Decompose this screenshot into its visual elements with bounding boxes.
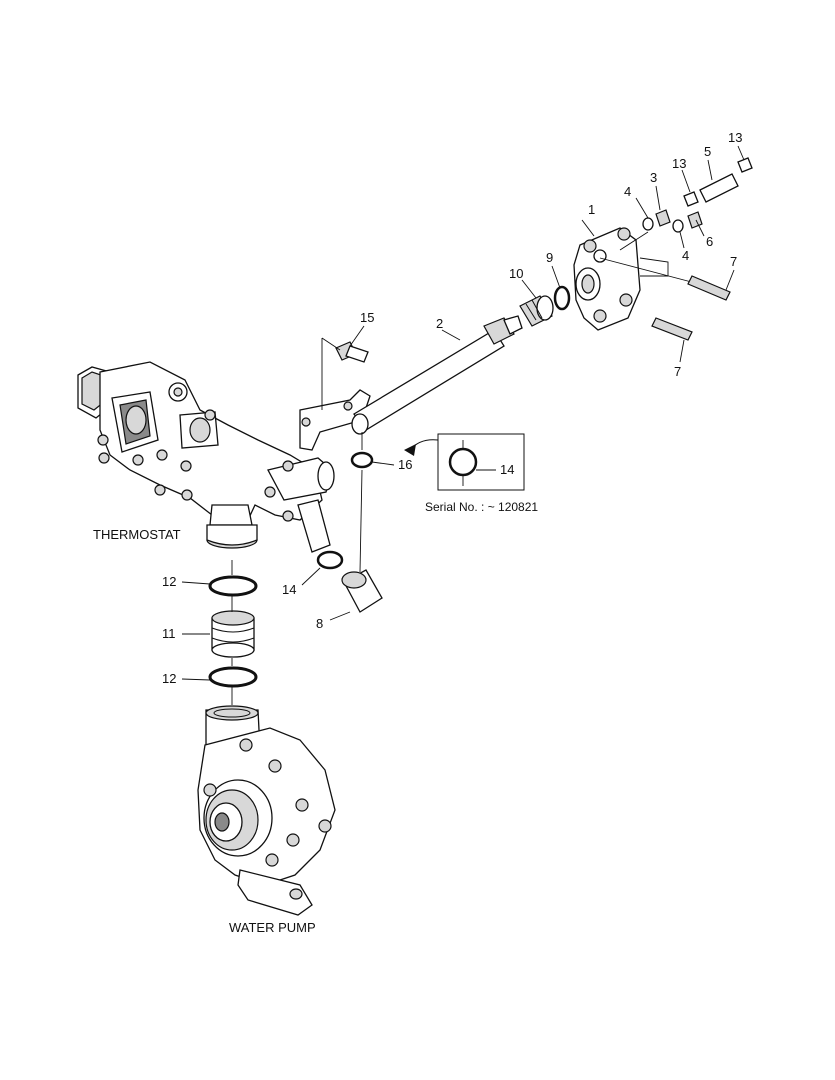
water-pump (197, 705, 336, 916)
serial-number-note: Serial No. : ~ 120821 (425, 500, 538, 514)
callout-3: 3 (650, 170, 657, 185)
flange-block (573, 227, 641, 331)
coolant-pipe (351, 315, 523, 435)
callout-13-right: 13 (728, 130, 742, 145)
callout-7-lower: 7 (674, 364, 681, 379)
hose-8 (341, 569, 383, 613)
stud-7-lower (651, 317, 693, 341)
callout-13-left: 13 (672, 156, 686, 171)
callout-11: 11 (162, 626, 176, 641)
callout-2: 2 (436, 316, 443, 331)
serial-inset (404, 433, 525, 491)
callout-12-lower: 12 (162, 671, 176, 686)
nut-13-left (683, 191, 699, 207)
callout-5: 5 (704, 144, 711, 159)
callout-9: 9 (546, 250, 553, 265)
fitting-10 (519, 295, 554, 327)
fitting-4-upper (642, 217, 654, 231)
fitting-6 (687, 211, 703, 229)
clamp-14-lower (316, 550, 344, 570)
callout-1: 1 (588, 202, 595, 217)
callout-16: 16 (398, 457, 412, 472)
callout-14-inset: 14 (500, 462, 514, 477)
callout-14-main: 14 (282, 582, 296, 597)
callout-8: 8 (316, 616, 323, 631)
o-ring-upper (208, 575, 258, 597)
callout-10: 10 (509, 266, 523, 281)
housing-bolts (97, 409, 294, 522)
callout-12-upper: 12 (162, 574, 176, 589)
water-pump-caption: WATER PUMP (229, 920, 316, 935)
o-ring-9 (553, 285, 571, 311)
fitting-4-lower (672, 219, 684, 233)
bolt-15 (335, 341, 369, 363)
nut-13-right (737, 157, 753, 173)
callout-4-upper: 4 (624, 184, 631, 199)
o-ring-lower (208, 666, 258, 688)
clamp-16 (350, 451, 374, 469)
thermostat-caption: THERMOSTAT (93, 527, 181, 542)
leader-lines (181, 145, 745, 681)
fitting-3 (655, 209, 671, 227)
callout-6: 6 (706, 234, 713, 249)
stud-7-upper (687, 275, 731, 301)
sleeve-11 (211, 610, 255, 658)
tube-5 (699, 173, 739, 203)
callout-4-lower: 4 (682, 248, 689, 263)
callout-15: 15 (360, 310, 374, 325)
callout-7-upper: 7 (730, 254, 737, 269)
thermostat-housing (77, 361, 335, 553)
